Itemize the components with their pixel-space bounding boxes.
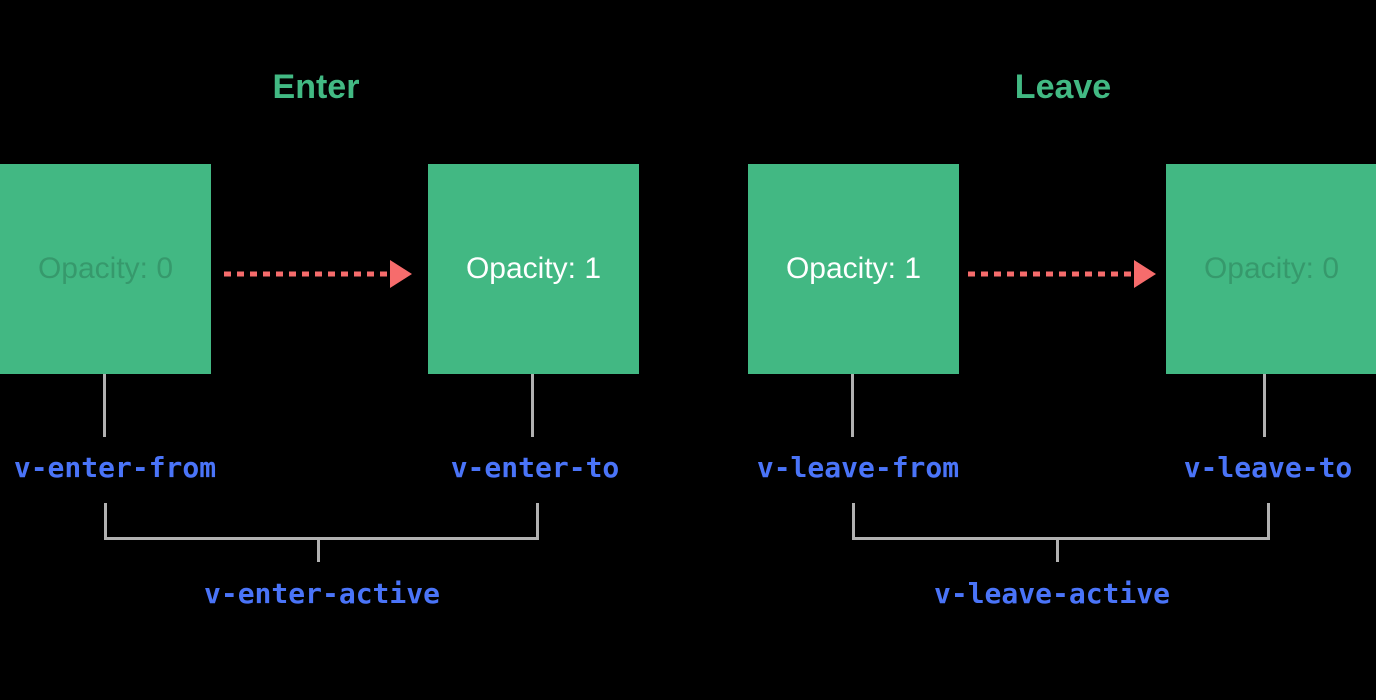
enter-from-opacity-text: Opacity: 0 <box>37 252 174 285</box>
leave-to-opacity-text: Opacity: 0 <box>1203 252 1340 285</box>
enter-section-title: Enter <box>272 68 360 106</box>
leave-active-bracket-stem <box>1056 537 1059 562</box>
leave-active-bracket <box>852 503 1270 540</box>
leave-active-class-label: v-leave-active <box>933 577 1170 610</box>
enter-to-state-box: Opacity: 1 <box>428 164 639 374</box>
leave-to-class-label: v-leave-to <box>1183 451 1353 484</box>
enter-to-class-label: v-enter-to <box>450 451 620 484</box>
enter-to-opacity-text: Opacity: 1 <box>465 252 602 285</box>
leave-dashed-arrow-icon <box>968 260 1156 288</box>
enter-dashed-arrow-icon <box>224 260 412 288</box>
leave-from-connector-line <box>851 374 854 437</box>
enter-from-connector-line <box>103 374 106 437</box>
enter-active-bracket <box>104 503 539 540</box>
enter-from-class-label: v-enter-from <box>13 451 217 484</box>
leave-to-state-box: Opacity: 0 <box>1166 164 1376 374</box>
leave-from-class-label: v-leave-from <box>756 451 960 484</box>
leave-to-connector-line <box>1263 374 1266 437</box>
leave-from-state-box: Opacity: 1 <box>748 164 959 374</box>
enter-from-state-box: Opacity: 0 <box>0 164 211 374</box>
enter-active-class-label: v-enter-active <box>203 577 440 610</box>
leave-from-opacity-text: Opacity: 1 <box>785 252 922 285</box>
enter-to-connector-line <box>531 374 534 437</box>
leave-section-title: Leave <box>1014 68 1112 106</box>
enter-active-bracket-stem <box>317 537 320 562</box>
